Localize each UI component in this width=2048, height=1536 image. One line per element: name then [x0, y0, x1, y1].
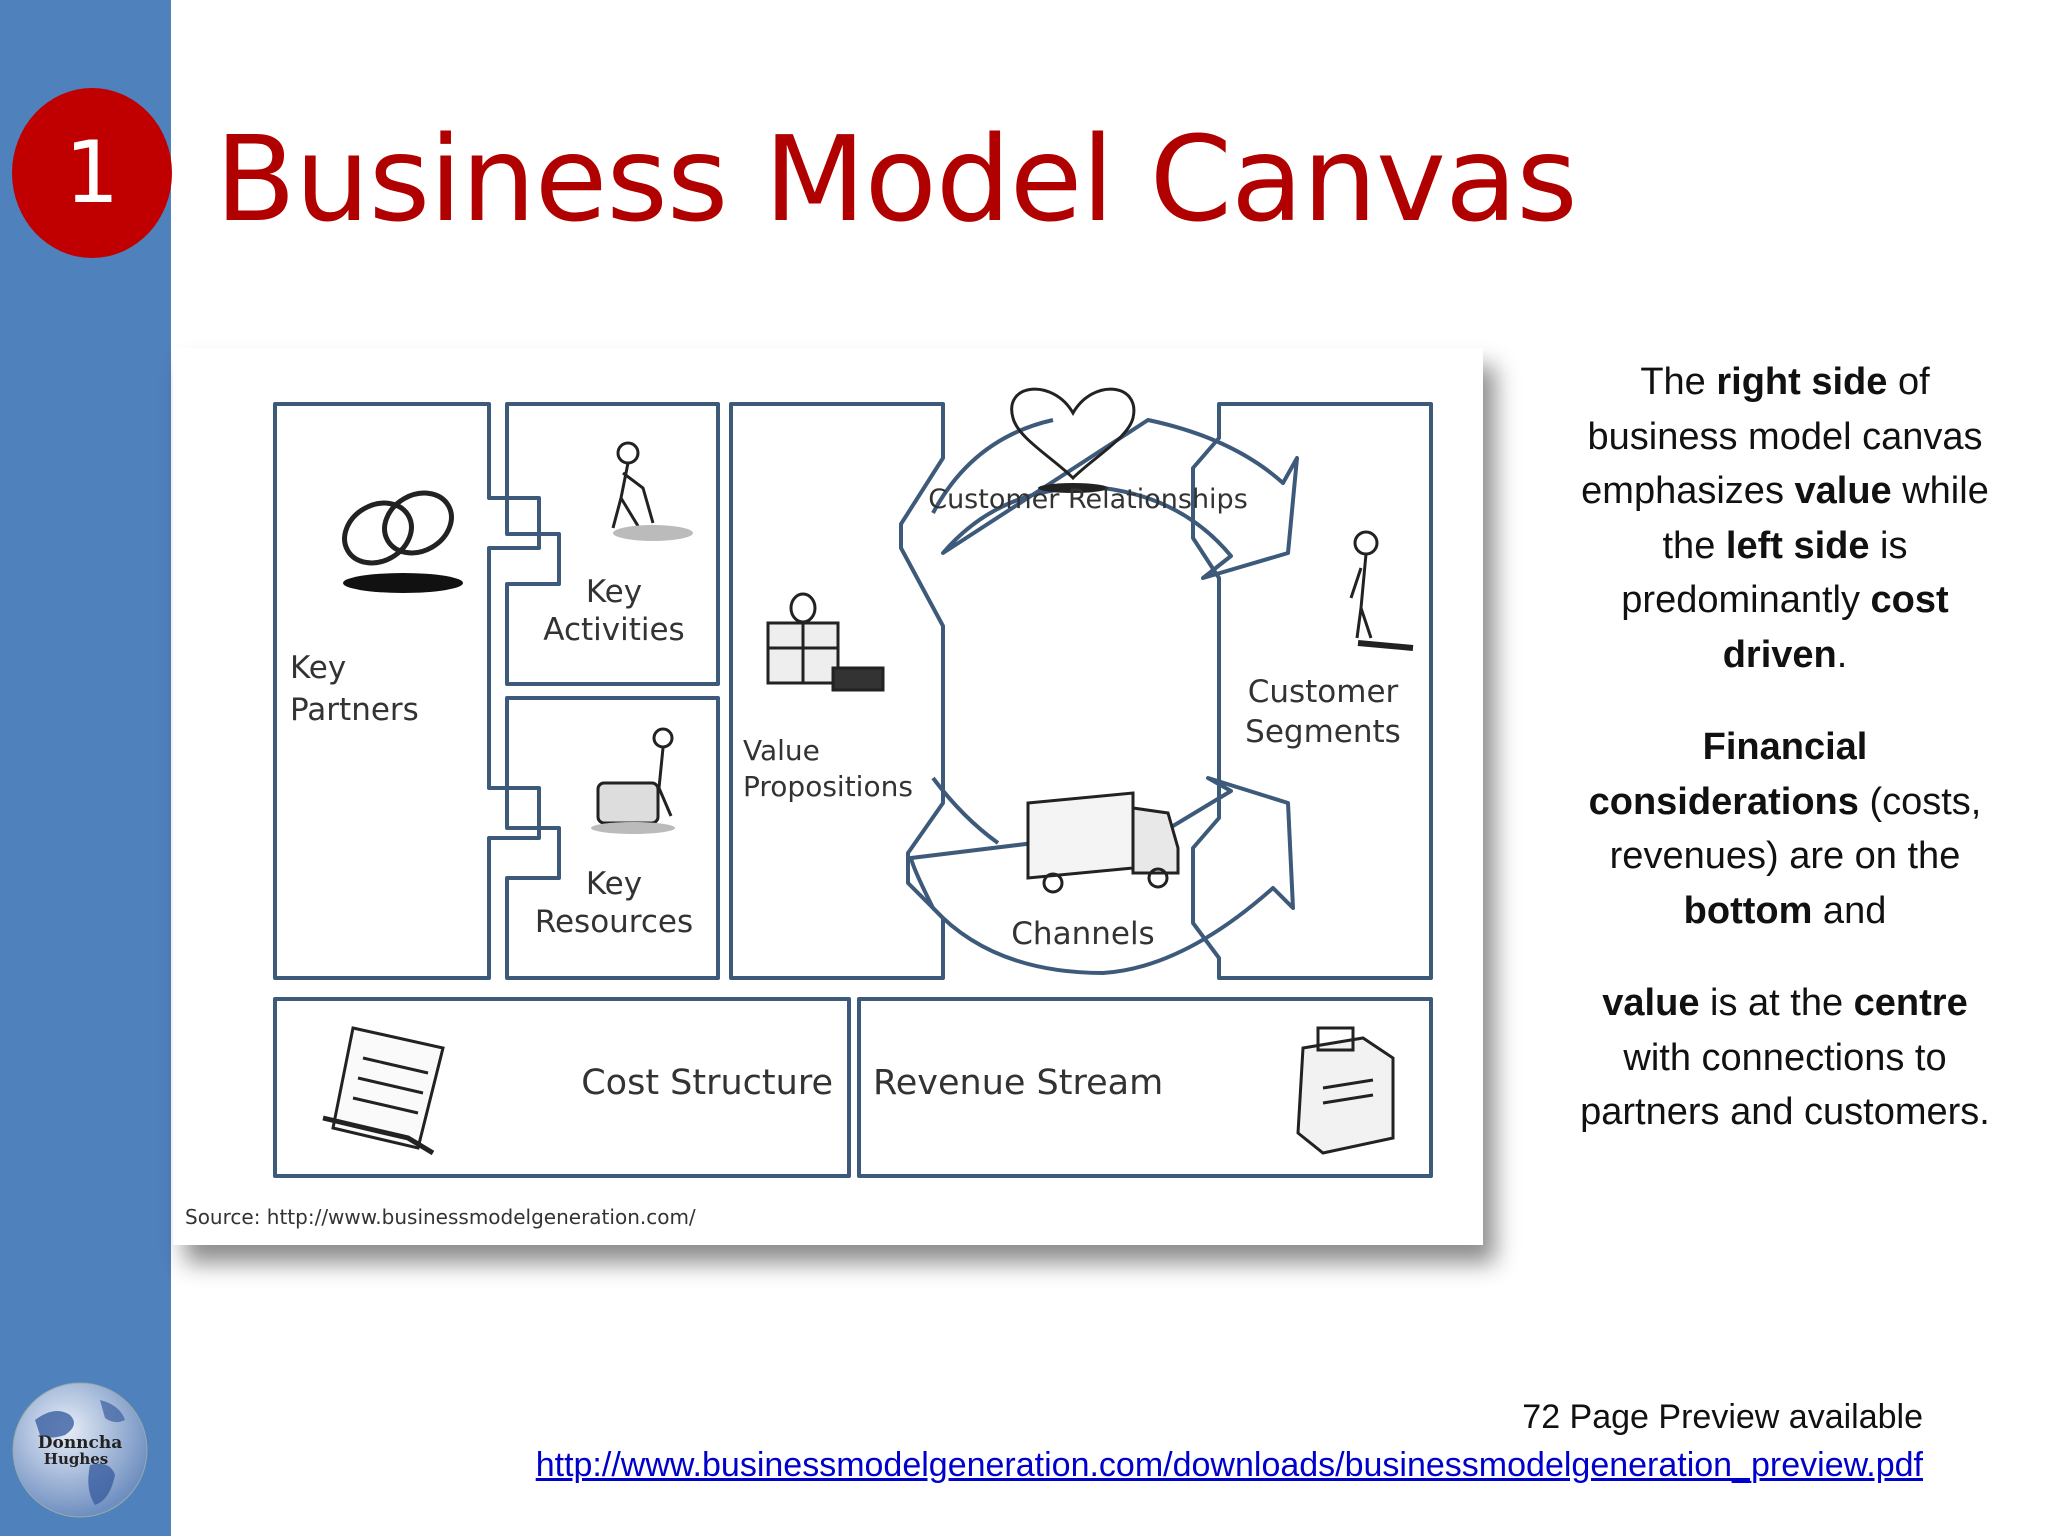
- preview-pdf-link[interactable]: http://www.businessmodelgeneration.com/d…: [535, 1446, 1923, 1484]
- key-resources-block: [505, 696, 720, 980]
- text-span: of business model canvas emphasizes: [1581, 361, 1983, 512]
- revenue-stream-label: Revenue Stream: [873, 1063, 1163, 1103]
- bold-span: bottom: [1683, 889, 1813, 932]
- person-icon: [1349, 530, 1414, 651]
- cost-structure-block: [273, 997, 851, 1178]
- globe-logo: Donncha Hughes: [10, 1380, 150, 1520]
- bold-span: left side: [1725, 524, 1870, 567]
- forklift-worker-icon: [591, 727, 675, 834]
- explanation-paragraph-2: Financial considerations (costs, revenue…: [1565, 720, 2005, 938]
- cost-structure-label: Cost Structure: [581, 1063, 833, 1103]
- explanation-text: The right side of business model canvas …: [1565, 355, 2005, 1140]
- logo-text-2: Hughes: [44, 1450, 108, 1468]
- slide-number: 1: [64, 123, 120, 223]
- bold-span: centre: [1853, 982, 1968, 1024]
- text-span: (costs, revenues) are on the: [1609, 780, 1982, 878]
- text-span: is predominantly: [1621, 524, 1908, 622]
- text-span: while the: [1662, 470, 1989, 567]
- business-model-canvas-diagram: Key Partners Key Activities Key Resource…: [173, 348, 1483, 1245]
- bold-span: value: [1794, 470, 1892, 512]
- key-resources-label-2: Resources: [535, 904, 693, 940]
- heart-icon: [1010, 387, 1136, 493]
- gift-box-icon: [766, 592, 885, 692]
- key-partners-block: [273, 402, 541, 980]
- bold-span: value: [1602, 982, 1700, 1024]
- text-span: The: [1640, 361, 1717, 403]
- explanation-paragraph-3: value is at the centre with connections …: [1565, 976, 2005, 1140]
- slide-number-badge: 1: [12, 88, 172, 258]
- text-span: and: [1812, 889, 1887, 932]
- customer-segments-block: [1191, 402, 1433, 980]
- customer-relationships-label: Customer Relationships: [928, 484, 1248, 515]
- rings-icon: [342, 490, 463, 593]
- value-propositions-label-1: Value: [743, 734, 820, 767]
- bold-span: Financial considerations: [1588, 726, 1868, 823]
- key-activities-label-1: Key: [586, 574, 642, 610]
- key-resources-label-1: Key: [586, 866, 642, 902]
- preview-text: 72 Page Preview available: [1522, 1398, 1923, 1436]
- channels-label: Channels: [1011, 916, 1154, 952]
- worker-icon: [611, 441, 693, 541]
- customer-segments-label-1: Customer: [1248, 674, 1399, 710]
- cash-register-icon: [1296, 1026, 1395, 1155]
- key-activities-label-2: Activities: [543, 612, 684, 648]
- revenue-stream-block: [857, 997, 1433, 1178]
- key-partners-label-1: Key: [290, 650, 346, 686]
- bold-span: right side: [1716, 361, 1888, 403]
- truck-icon: [1026, 791, 1180, 894]
- footer: 72 Page Preview available http://www.bus…: [536, 1393, 1923, 1489]
- key-activities-block: [505, 402, 720, 686]
- slide-title: Business Model Canvas: [215, 110, 1578, 248]
- text-span: is at the: [1699, 982, 1854, 1024]
- value-propositions-block: [729, 402, 945, 980]
- text-span: with connections to partners and custome…: [1580, 1036, 1990, 1134]
- bold-span: cost driven: [1722, 579, 1949, 676]
- globe-icon: Donncha Hughes: [12, 1382, 148, 1518]
- key-partners-label-2: Partners: [290, 692, 419, 728]
- channels-arrow: [909, 776, 1295, 975]
- customer-relationships-arrow: [931, 418, 1299, 580]
- value-propositions-label-2: Propositions: [743, 770, 913, 803]
- explanation-paragraph-1: The right side of business model canvas …: [1565, 355, 2005, 682]
- document-icon: [322, 1026, 445, 1156]
- customer-segments-label-2: Segments: [1245, 714, 1401, 750]
- text-span: .: [1836, 633, 1848, 676]
- logo-text-1: Donncha: [38, 1433, 123, 1453]
- source-caption: Source: http://www.businessmodelgenerati…: [185, 1205, 696, 1229]
